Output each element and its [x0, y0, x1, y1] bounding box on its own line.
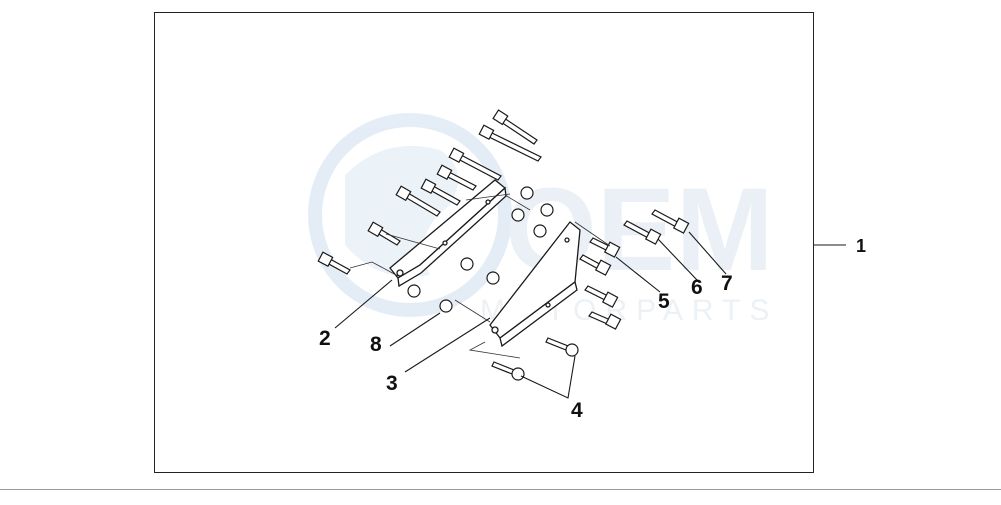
callout-3: 3 — [386, 372, 398, 395]
washer — [486, 271, 500, 285]
right-bracket — [489, 221, 581, 348]
diagram-frame — [154, 12, 814, 473]
bolt — [367, 221, 401, 246]
bolt — [588, 311, 622, 330]
bolt — [436, 164, 477, 191]
leader-lines — [334, 231, 846, 399]
bolt — [651, 209, 690, 234]
assembly-lines — [349, 193, 611, 359]
callout-4: 4 — [571, 399, 583, 422]
bottom-divider — [0, 489, 1001, 490]
washer — [439, 299, 453, 313]
bolt — [492, 109, 538, 145]
callout-2: 2 — [319, 327, 331, 350]
nut — [540, 203, 554, 217]
kit-callout-1: 1 — [856, 236, 867, 256]
callout-6: 6 — [691, 276, 703, 299]
bolt — [448, 147, 502, 181]
nut — [533, 224, 547, 238]
bolt — [579, 254, 612, 276]
bolt — [395, 185, 441, 217]
bolt — [584, 285, 619, 308]
bolt-group — [317, 109, 690, 381]
bolt — [589, 237, 621, 258]
washer — [460, 257, 474, 271]
callout-8: 8 — [370, 333, 382, 356]
callout-7: 7 — [721, 272, 733, 295]
bolt — [420, 178, 461, 206]
nut — [511, 208, 525, 222]
bolt — [317, 251, 351, 275]
bolt — [545, 337, 579, 357]
nut — [520, 186, 534, 200]
bolt — [478, 124, 542, 162]
bolt — [623, 220, 662, 245]
nut-washer-group — [407, 186, 554, 313]
bolt — [491, 361, 525, 381]
callout-5: 5 — [658, 290, 670, 313]
washer — [407, 284, 421, 298]
